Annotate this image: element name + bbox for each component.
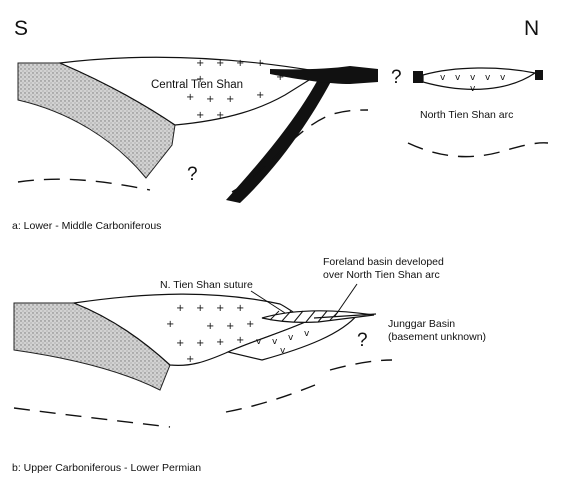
svg-text:+: +: [186, 92, 194, 103]
basement-unknown-label: (basement unknown): [388, 331, 486, 343]
svg-text:+: +: [216, 110, 224, 121]
svg-text:v: v: [500, 73, 506, 83]
svg-text:+: +: [216, 303, 224, 314]
svg-text:v: v: [272, 337, 278, 347]
panel-b-moho-dashed-right: [330, 360, 392, 370]
suture-label: N. Tien Shan suture: [160, 279, 253, 291]
south-direction-label: S: [14, 17, 28, 40]
panel-a-moho-dashed-right: [408, 143, 548, 157]
svg-text:v: v: [280, 346, 286, 356]
panel-b-moho-dashed-middle: [226, 385, 315, 412]
svg-text:+: +: [226, 321, 234, 332]
svg-text:+: +: [256, 90, 264, 101]
svg-text:v: v: [288, 333, 294, 343]
panel-a-arc-left-plug: [413, 71, 423, 83]
central-tien-shan-label: Central Tien Shan: [151, 79, 243, 91]
svg-text:v: v: [485, 73, 491, 83]
junggar-basin-label: Junggar Basin: [388, 318, 455, 330]
svg-text:+: +: [196, 338, 204, 349]
north-direction-label: N: [524, 17, 539, 40]
svg-text:+: +: [196, 303, 204, 314]
svg-text:+: +: [186, 354, 194, 365]
svg-text:+: +: [216, 58, 224, 69]
panel-a-arc-right-plug: [535, 70, 543, 80]
svg-text:v: v: [304, 329, 310, 339]
north-tien-shan-arc-label: North Tien Shan arc: [420, 109, 513, 121]
svg-text:+: +: [226, 94, 234, 105]
svg-text:v: v: [470, 73, 476, 83]
foreland-leader-line: [335, 284, 357, 316]
svg-text:+: +: [196, 110, 204, 121]
svg-text:+: +: [216, 337, 224, 348]
svg-text:+: +: [246, 319, 254, 330]
svg-text:+: +: [206, 94, 214, 105]
panel-b-caption: b: Upper Carboniferous - Lower Permian: [12, 462, 201, 474]
svg-text:+: +: [196, 58, 204, 69]
panel-a-moho-dashed-left: [18, 179, 150, 190]
panel-a-caption: a: Lower - Middle Carboniferous: [12, 220, 161, 232]
svg-text:v: v: [455, 73, 461, 83]
panel-a-question-mark-ocean: ?: [391, 67, 402, 88]
svg-text:+: +: [236, 335, 244, 346]
panel-b-moho-dashed-left: [14, 408, 170, 427]
svg-text:+: +: [176, 338, 184, 349]
foreland-basin-label-line1: Foreland basin developed: [323, 256, 444, 268]
svg-text:+: +: [236, 58, 244, 69]
svg-text:v: v: [440, 73, 446, 83]
foreland-basin-label-line2: over North Tien Shan arc: [323, 269, 440, 281]
svg-text:+: +: [236, 303, 244, 314]
svg-text:+: +: [206, 321, 214, 332]
panel-b-question-mark: ?: [357, 330, 368, 351]
svg-text:+: +: [166, 319, 174, 330]
svg-text:v: v: [470, 84, 476, 94]
svg-text:+: +: [256, 58, 264, 69]
panel-a-question-mark-slab: ?: [187, 164, 198, 185]
svg-text:v: v: [256, 337, 262, 347]
svg-text:+: +: [176, 303, 184, 314]
